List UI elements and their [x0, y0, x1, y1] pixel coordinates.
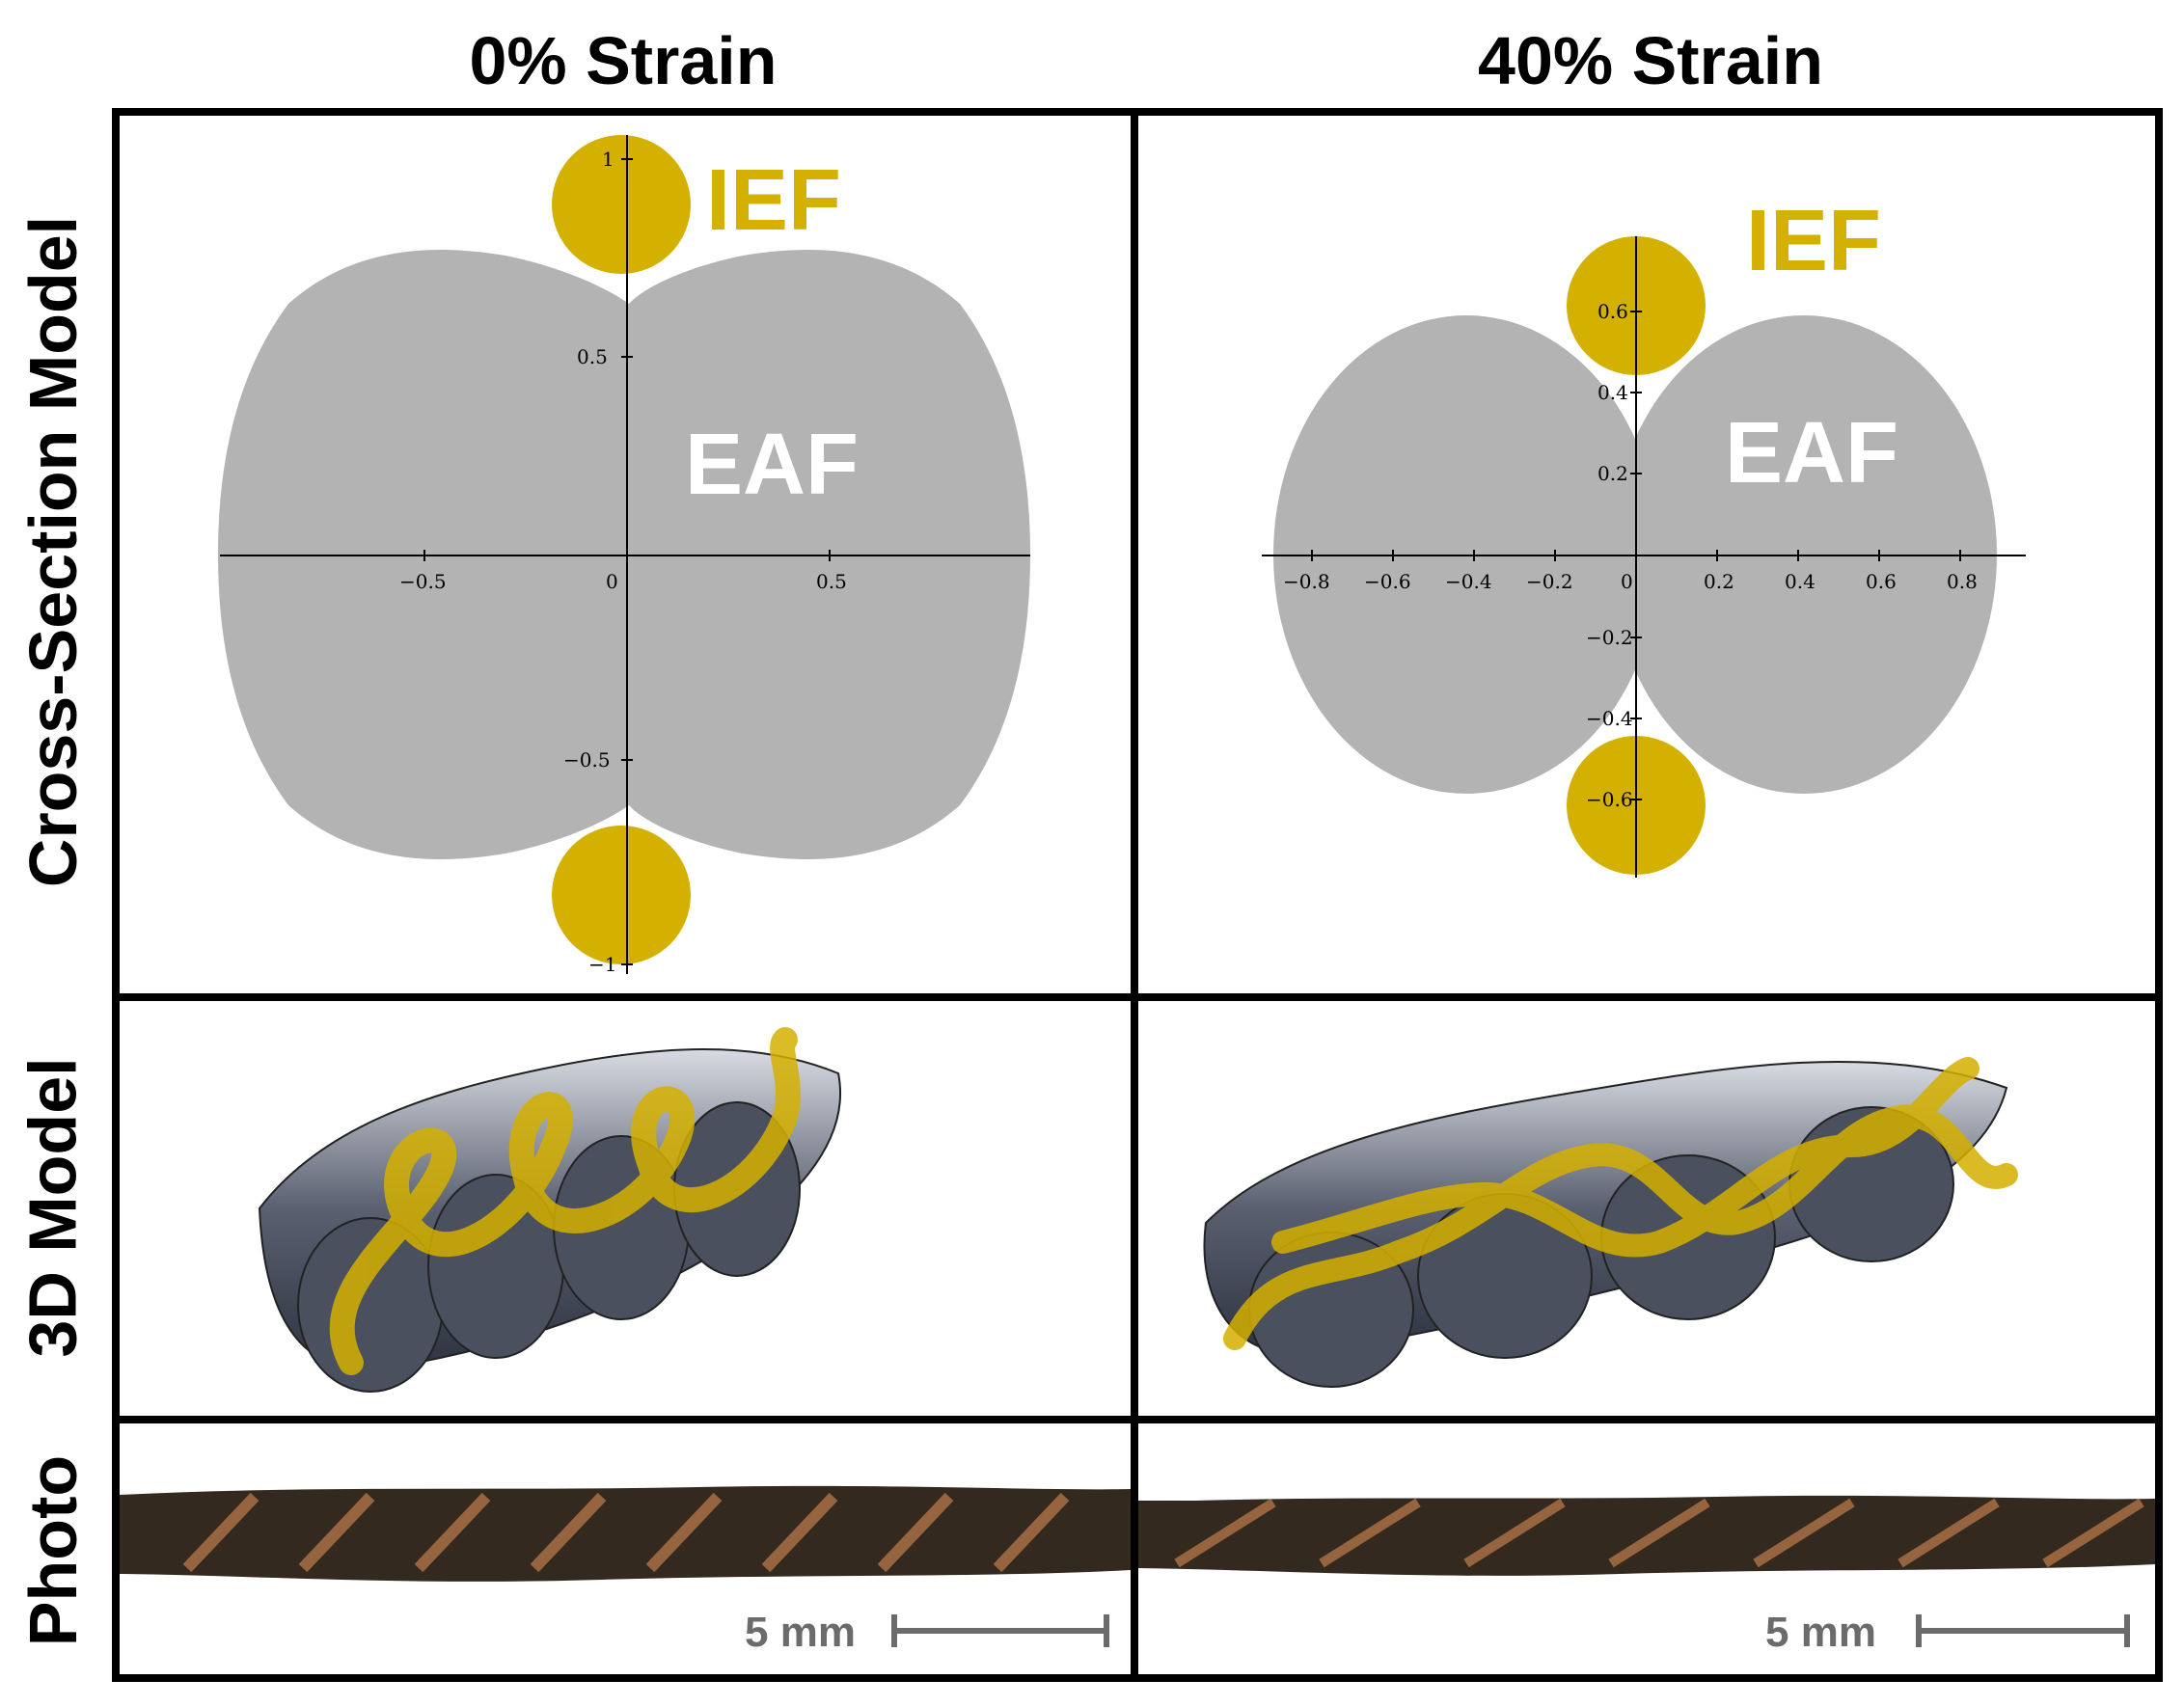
ief-circle-top — [552, 135, 691, 274]
y-tick-neg1: −1 — [588, 953, 616, 976]
eaf-label-left: EAF — [685, 417, 859, 513]
ief-label-right: IEF — [1746, 193, 1881, 289]
column-divider — [1131, 108, 1138, 1682]
scale-bar-0 — [891, 1614, 1109, 1647]
ief-label-left: IEF — [706, 152, 841, 249]
column-title-0-strain: 0% Strain — [469, 23, 778, 98]
x-tick-0.2: 0.2 — [1704, 570, 1734, 593]
cross-section-panel-0: −0.5 0 0.5 1 0.5 −0.5 −1 IEF EAF — [120, 116, 1131, 993]
row-divider-2 — [112, 1416, 2163, 1423]
x-tick-0: 0 — [1621, 570, 1633, 593]
y-tick-neg0.5: −0.5 — [563, 748, 611, 772]
x-tick-neg0.4: −0.4 — [1445, 570, 1492, 593]
model3d-panel-40 — [1138, 1001, 2155, 1416]
axes-0 — [220, 135, 1030, 974]
x-tick-0: 0 — [606, 570, 618, 593]
scale-bar-label-40: 5 mm — [1765, 1609, 1876, 1656]
y-tick-1: 1 — [602, 148, 614, 171]
row-label-photo: Photo — [15, 1454, 91, 1647]
model3d-render-40 — [1203, 1057, 2018, 1388]
y-tick-neg0.6: −0.6 — [1586, 788, 1633, 811]
y-tick-0.2: 0.2 — [1597, 462, 1628, 485]
fiber-helix-stripes-0 — [182, 1492, 1070, 1573]
x-tick-neg0.5: −0.5 — [399, 570, 447, 593]
y-tick-0.5: 0.5 — [577, 345, 608, 368]
y-tick-0.6: 0.6 — [1597, 300, 1628, 323]
row-divider-1 — [112, 993, 2163, 1001]
fiber-helix-stripes-40 — [1174, 1498, 2144, 1568]
scale-bar-40 — [1916, 1614, 2130, 1647]
x-tick-neg0.6: −0.6 — [1364, 570, 1411, 593]
ief-helix-40 — [1223, 1057, 2018, 1350]
cross-section-plot-0: −0.5 0 0.5 1 0.5 −0.5 −1 IEF EAF — [218, 135, 1030, 976]
x-tick-0.8: 0.8 — [1947, 570, 1978, 593]
cross-section-panel-40: −0.8 −0.6 −0.4 −0.2 0 0.2 0.4 0.6 0.8 0.… — [1138, 116, 2155, 993]
photo-panel-0: 5 mm — [120, 1423, 1131, 1674]
photo-panel-40: 5 mm — [1138, 1423, 2155, 1674]
x-tick-neg0.2: −0.2 — [1526, 570, 1573, 593]
row-label-cross-section: Cross-Section Model — [15, 215, 91, 888]
x-tick-neg0.8: −0.8 — [1283, 570, 1330, 593]
scale-bar-label-0: 5 mm — [745, 1609, 856, 1656]
y-tick-0.4: 0.4 — [1597, 381, 1628, 404]
y-tick-neg0.4: −0.4 — [1586, 707, 1633, 730]
ief-circle-bottom — [552, 826, 691, 964]
fiber-photo-0: 5 mm — [120, 1485, 1131, 1656]
row-label-3d-model: 3D Model — [15, 1057, 92, 1358]
fiber-photo-40: 5 mm — [1138, 1495, 2155, 1656]
cross-section-plot-40: −0.8 −0.6 −0.4 −0.2 0 0.2 0.4 0.6 0.8 0.… — [1262, 193, 2026, 878]
x-tick-0.6: 0.6 — [1866, 570, 1897, 593]
y-tick-neg0.2: −0.2 — [1586, 626, 1633, 649]
x-tick-0.4: 0.4 — [1785, 570, 1815, 593]
model3d-panel-0 — [120, 1001, 1131, 1416]
axes-40 — [1262, 236, 2026, 878]
column-title-40-strain: 40% Strain — [1478, 23, 1823, 98]
model3d-render-0 — [258, 1027, 841, 1393]
eaf-label-right: EAF — [1725, 405, 1898, 501]
ief-helix-0 — [329, 1027, 801, 1375]
x-tick-0.5: 0.5 — [816, 570, 847, 593]
